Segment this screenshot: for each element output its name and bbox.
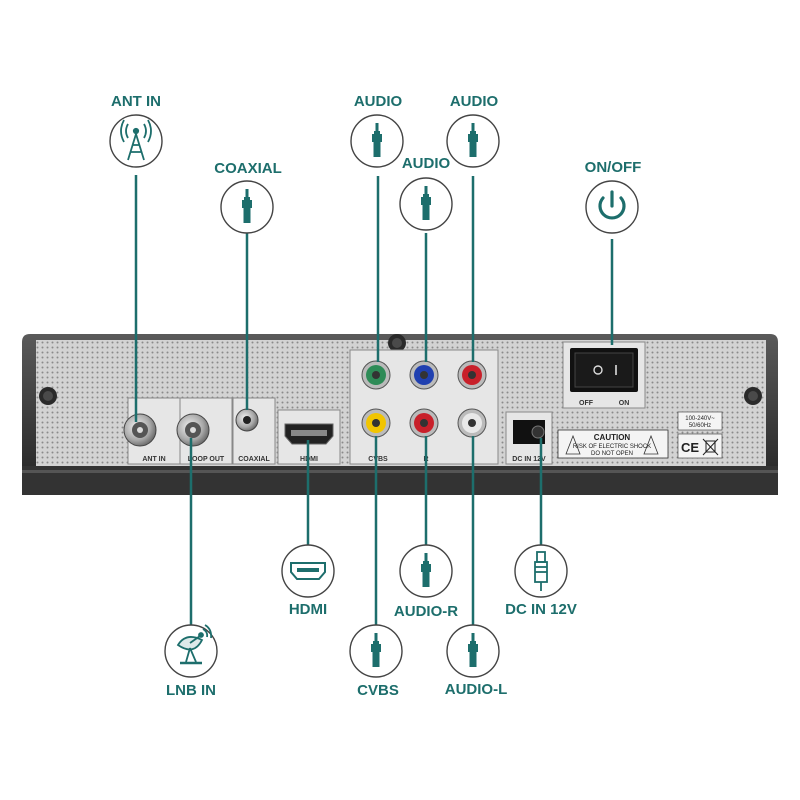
screw-icon	[39, 387, 57, 405]
ant-in-port[interactable]	[123, 413, 157, 447]
caution-line-1: RISK OF ELECTRIC SHOCK	[573, 444, 651, 450]
rca-red-port[interactable]	[409, 408, 439, 438]
port-label-ant-in: ANT IN	[142, 456, 165, 463]
screw-icon	[388, 334, 406, 352]
audio-jack-icon	[421, 186, 431, 220]
device-back-panel: ANT IN LOOP OUT COAXIAL HDMI	[22, 334, 778, 495]
callout-label-audio-r: AUDIO-R	[394, 603, 458, 620]
rating-label: 100-240V~ 50/60Hz	[677, 411, 723, 431]
rca-red-top-port[interactable]	[457, 360, 487, 390]
audio-jack-icon	[371, 633, 381, 667]
callout-label-audio-l: AUDIO-L	[445, 681, 508, 698]
hdmi-port[interactable]	[284, 423, 334, 445]
caution-line-2: DO NOT OPEN	[591, 451, 633, 457]
callout-coaxial: COAXIAL	[214, 160, 282, 234]
port-label-cvbs: CVBS	[368, 456, 388, 463]
callout-lnb-in: LNB IN	[164, 624, 218, 699]
audio-jack-icon	[421, 553, 431, 587]
callout-on-off: ON/OFF	[585, 159, 642, 234]
audio-jack-icon	[242, 189, 252, 223]
port-label-loop-out: LOOP OUT	[188, 456, 225, 463]
port-label-dc-in: DC IN 12V	[512, 456, 546, 463]
weee-bin-icon	[702, 438, 719, 456]
caution-title: CAUTION	[594, 433, 631, 442]
callout-label-dc-in: DC IN 12V	[505, 601, 577, 618]
callout-audio-l: AUDIO-L	[445, 624, 508, 698]
power-icon	[598, 190, 626, 220]
connector-lines	[134, 175, 614, 625]
satellite-dish-icon	[176, 624, 213, 665]
switch-label-on: ON	[619, 400, 630, 407]
screw-icon	[744, 387, 762, 405]
rating-line-1: 100-240V~	[685, 416, 715, 422]
power-switch[interactable]	[570, 348, 638, 392]
antenna-tower-icon	[120, 119, 152, 161]
callout-label-audio-green: AUDIO	[354, 93, 403, 110]
callout-label-audio-blue: AUDIO	[402, 155, 451, 172]
audio-jack-icon	[372, 123, 382, 157]
callout-audio-green: AUDIO	[350, 93, 404, 168]
warning-triangle-icon	[565, 434, 581, 455]
callout-dc-in: DC IN 12V	[505, 544, 577, 618]
ce-mark: CE	[681, 440, 699, 455]
callout-label-lnb-in: LNB IN	[166, 682, 216, 699]
callout-label-on-off: ON/OFF	[585, 159, 642, 176]
caution-label: CAUTION RISK OF ELECTRIC SHOCK DO NOT OP…	[557, 429, 669, 459]
callout-audio-red: AUDIO	[446, 93, 500, 168]
rca-white-port[interactable]	[457, 408, 487, 438]
callout-label-hdmi: HDMI	[289, 601, 327, 618]
audio-jack-icon	[468, 633, 478, 667]
rca-yellow-port[interactable]	[361, 408, 391, 438]
callout-audio-r: AUDIO-R	[394, 544, 458, 620]
callout-ant-in: ANT IN	[109, 93, 163, 168]
hdmi-port-icon	[290, 562, 326, 580]
switch-label-off: OFF	[579, 400, 594, 407]
dc-in-port[interactable]	[513, 420, 545, 444]
loop-out-port[interactable]	[176, 413, 210, 447]
audio-jack-icon	[468, 123, 478, 157]
rca-blue-port[interactable]	[409, 360, 439, 390]
dc-plug-icon	[534, 551, 548, 591]
coaxial-port[interactable]	[235, 408, 259, 432]
callout-label-audio-red: AUDIO	[450, 93, 499, 110]
callout-hdmi: HDMI	[281, 544, 335, 618]
ce-weee-marks: CE	[677, 433, 723, 459]
callout-label-ant-in: ANT IN	[111, 93, 161, 110]
callout-label-coaxial: COAXIAL	[214, 160, 282, 177]
warning-triangle-icon	[643, 434, 659, 455]
callout-cvbs: CVBS	[349, 624, 403, 699]
callout-audio-blue: AUDIO	[399, 155, 453, 231]
callout-label-cvbs: CVBS	[357, 682, 399, 699]
rca-green-port[interactable]	[361, 360, 391, 390]
rating-line-2: 50/60Hz	[689, 423, 711, 429]
port-label-coaxial: COAXIAL	[238, 456, 270, 463]
